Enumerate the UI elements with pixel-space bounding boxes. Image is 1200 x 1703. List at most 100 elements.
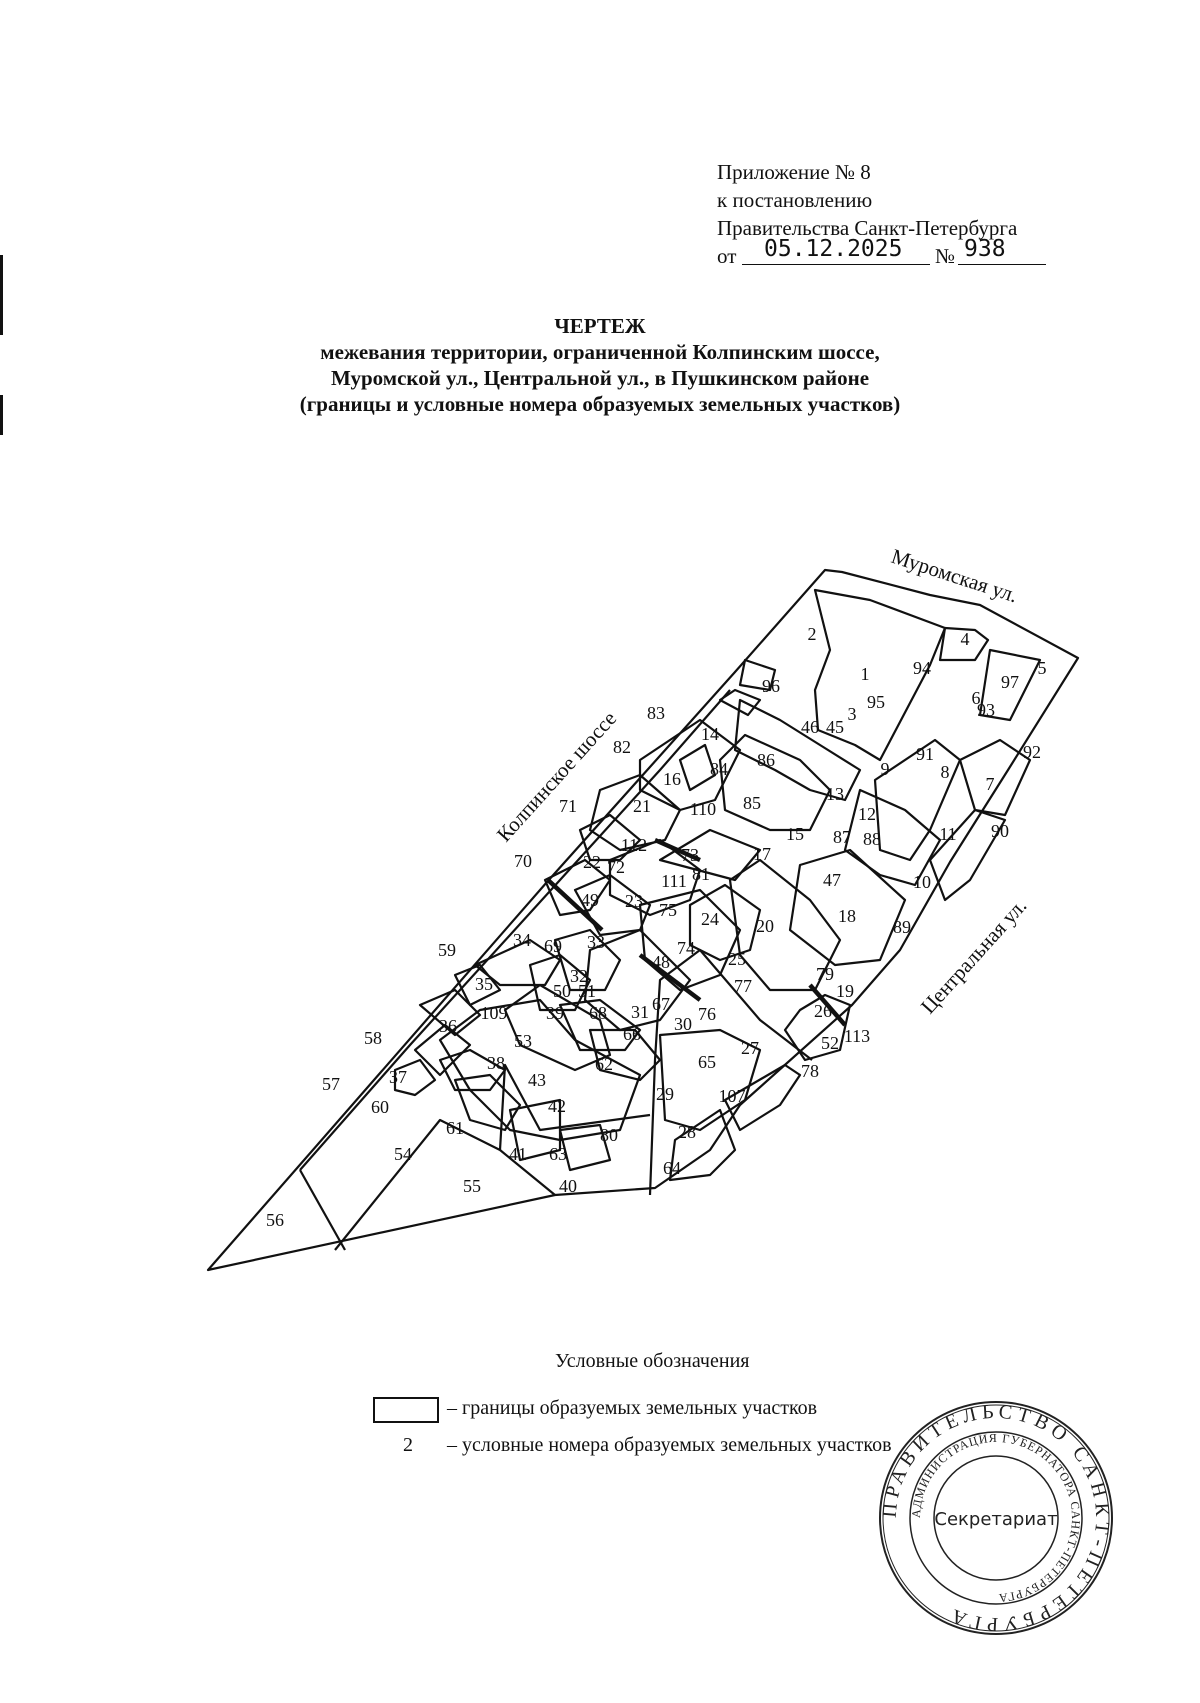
parcel-boundaries bbox=[206, 568, 1080, 1272]
parcel-number-label: 4 bbox=[961, 629, 970, 649]
parcel-number-label: 35 bbox=[475, 974, 493, 994]
parcel-number-label: 42 bbox=[548, 1096, 566, 1116]
parcel-number-label: 85 bbox=[743, 793, 761, 813]
parcel-number-label: 26 bbox=[814, 1001, 832, 1021]
parcel-number-label: 51 bbox=[578, 981, 596, 1001]
parcel-number-label: 20 bbox=[756, 916, 774, 936]
parcel-number-label: 93 bbox=[977, 700, 995, 720]
parcel-number-label: 60 bbox=[371, 1097, 389, 1117]
parcel-number-label: 53 bbox=[514, 1031, 532, 1051]
parcel-number-label: 86 bbox=[757, 750, 775, 770]
parcel-number-label: 71 bbox=[559, 796, 577, 816]
legend-boundary-text: – границы образуемых земельных участков bbox=[447, 1397, 818, 1419]
parcel-number-label: 18 bbox=[838, 906, 856, 926]
parcel-number-label: 43 bbox=[528, 1070, 546, 1090]
parcel-number-label: 48 bbox=[652, 952, 670, 972]
parcel-number-label: 63 bbox=[549, 1144, 567, 1164]
parcel-number-label: 94 bbox=[913, 658, 931, 678]
parcel-number-label: 14 bbox=[701, 724, 719, 744]
parcel-number-label: 40 bbox=[559, 1176, 577, 1196]
parcel-number-label: 52 bbox=[821, 1033, 839, 1053]
legend-number-sample: 2 bbox=[403, 1434, 413, 1456]
parcel-number-label: 36 bbox=[439, 1016, 457, 1036]
parcel-number-label: 75 bbox=[659, 900, 677, 920]
parcel-number-label: 32 bbox=[570, 966, 588, 986]
parcel-number-label: 62 bbox=[595, 1054, 613, 1074]
parcel-number-label: 92 bbox=[1023, 742, 1041, 762]
parcel-number-label: 80 bbox=[600, 1125, 618, 1145]
parcel-number-label: 30 bbox=[674, 1014, 692, 1034]
parcel-number-label: 84 bbox=[710, 759, 728, 779]
parcel-number-label: 91 bbox=[916, 744, 934, 764]
scan-edge-mark bbox=[0, 395, 3, 435]
parcel-number-label: 74 bbox=[677, 938, 695, 958]
parcel-number-label: 12 bbox=[858, 804, 876, 824]
thick-boundary-lines bbox=[546, 837, 847, 1027]
parcel-number-label: 54 bbox=[394, 1144, 412, 1164]
parcel-number-label: 113 bbox=[844, 1026, 870, 1046]
parcel-number-label: 25 bbox=[728, 949, 746, 969]
parcel-number-label: 45 bbox=[826, 717, 844, 737]
street-label-tsentralnaya: Центральная ул. bbox=[916, 894, 1032, 1019]
parcel-number-label: 11 bbox=[939, 824, 956, 844]
parcel-number-label: 1 bbox=[861, 664, 870, 684]
parcel-number-label: 2 bbox=[808, 624, 817, 644]
parcel-number-label: 73 bbox=[681, 845, 699, 865]
parcel-number-label: 46 bbox=[801, 717, 819, 737]
parcel-number-label: 39 bbox=[546, 1003, 564, 1023]
legend-boundary-swatch bbox=[373, 1397, 439, 1423]
parcel-number-label: 16 bbox=[663, 769, 681, 789]
parcel-number-label: 70 bbox=[514, 851, 532, 871]
parcel-number-label: 69 bbox=[544, 936, 562, 956]
legend-heading: Условные обозначения bbox=[555, 1350, 750, 1372]
parcel-number-label: 9 bbox=[881, 759, 890, 779]
from-label: от bbox=[717, 244, 737, 268]
parcel-number-label: 110 bbox=[690, 799, 716, 819]
parcel-number-label: 19 bbox=[836, 981, 854, 1001]
parcel-number-label: 10 bbox=[913, 872, 931, 892]
street-label-kolpinskoye: Колпинское шоссе bbox=[492, 706, 621, 846]
appendix-number: Приложение № 8 bbox=[717, 160, 871, 184]
parcel-number-label: 79 bbox=[816, 964, 834, 984]
parcel-number-label: 64 bbox=[663, 1158, 681, 1178]
parcel-number-label: 56 bbox=[266, 1210, 284, 1230]
parcel-number-label: 81 bbox=[692, 864, 710, 884]
government-name: Правительства Санкт-Петербурга bbox=[717, 216, 1018, 240]
parcel-number-label: 22 bbox=[583, 852, 601, 872]
parcel-number-label: 68 bbox=[589, 1003, 607, 1023]
parcel-number-label: 24 bbox=[701, 909, 719, 929]
parcel-number-label: 5 bbox=[1038, 658, 1047, 678]
parcel-number-label: 37 bbox=[389, 1067, 407, 1087]
document-title-line3: (границы и условные номера образуемых зе… bbox=[299, 392, 901, 416]
parcel-number-label: 57 bbox=[322, 1074, 340, 1094]
parcel-number-label: 6 bbox=[972, 688, 981, 708]
parcel-number-label: 33 bbox=[587, 932, 605, 952]
parcel-number-label: 31 bbox=[631, 1002, 649, 1022]
parcel-number-label: 3 bbox=[848, 704, 857, 724]
document-title-line2: Муромской ул., Центральной ул., в Пушкин… bbox=[330, 366, 870, 390]
parcel-number-label: 72 bbox=[607, 857, 625, 877]
parcel-number-label: 27 bbox=[741, 1038, 759, 1058]
parcel-number-label: 78 bbox=[801, 1061, 819, 1081]
parcel-number-label: 8 bbox=[941, 762, 950, 782]
parcel-number-label: 23 bbox=[625, 891, 643, 911]
parcel-number-label: 28 bbox=[678, 1122, 696, 1142]
parcel-number-label: 97 bbox=[1001, 672, 1019, 692]
parcel-number-label: 7 bbox=[986, 774, 995, 794]
parcel-number-label: 34 bbox=[513, 930, 531, 950]
parcel-number-label: 58 bbox=[364, 1028, 382, 1048]
street-label-muromskaya: Муромская ул. bbox=[888, 544, 1020, 607]
parcel-number-label: 66 bbox=[623, 1024, 641, 1044]
parcel-number-label: 49 bbox=[581, 890, 599, 910]
scan-edge-mark bbox=[0, 255, 3, 335]
parcel-number-label: 13 bbox=[826, 784, 844, 804]
parcel-number-label: 112 bbox=[621, 835, 647, 855]
parcel-number-label: 50 bbox=[553, 981, 571, 1001]
parcel-number-label: 59 bbox=[438, 940, 456, 960]
decree-ref: к постановлению bbox=[717, 188, 873, 212]
parcel-number-label: 107 bbox=[719, 1086, 746, 1106]
parcel-number-label: 89 bbox=[893, 917, 911, 937]
parcel-number-label: 29 bbox=[656, 1084, 674, 1104]
decree-number: 938 bbox=[964, 236, 1006, 262]
parcel-number-label: 41 bbox=[509, 1144, 527, 1164]
